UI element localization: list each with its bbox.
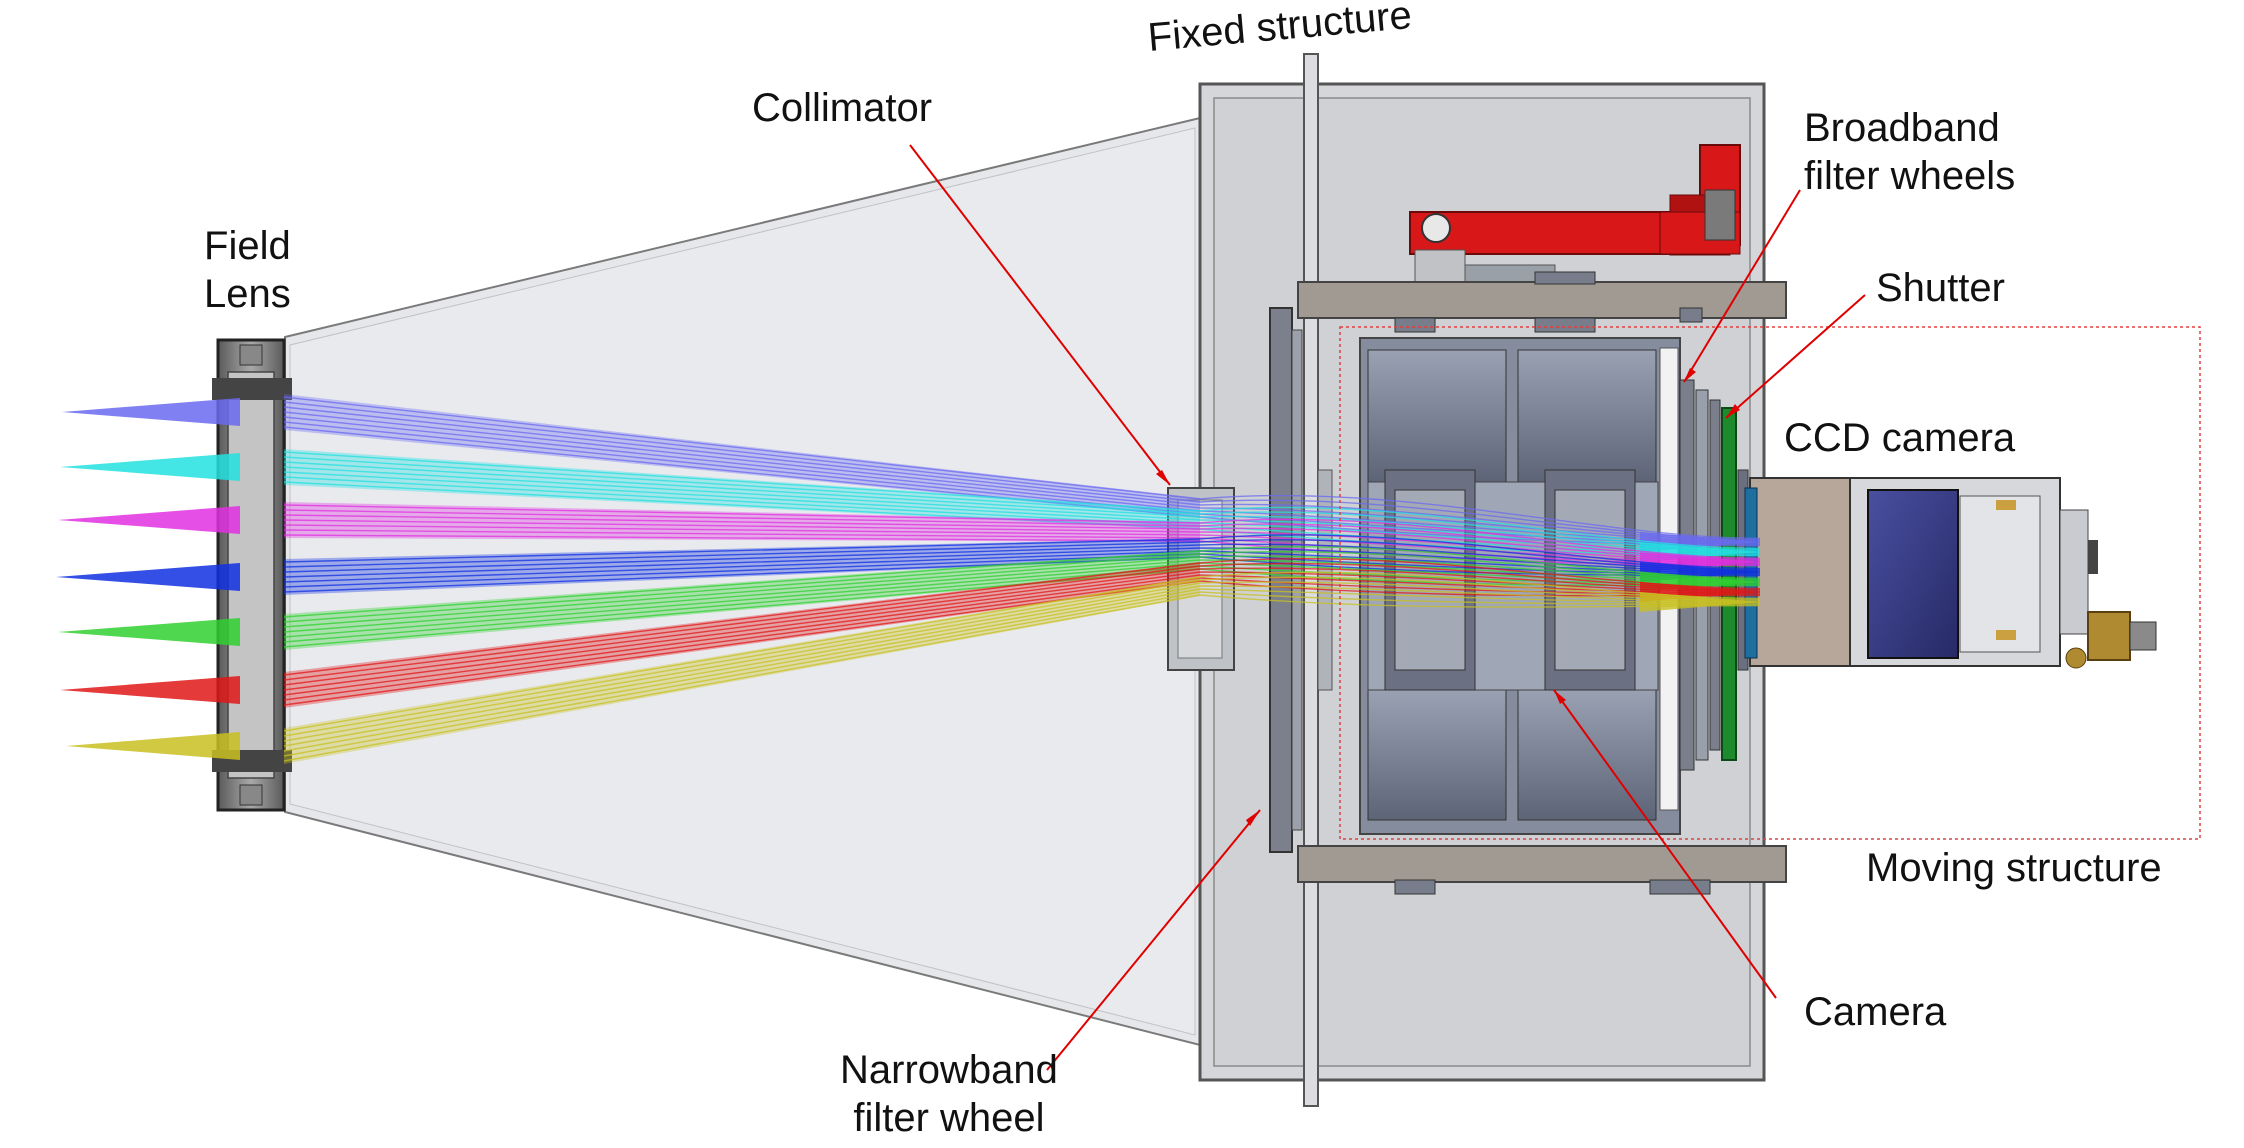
ray-bundle-7: [66, 571, 1761, 764]
ray-line: [283, 557, 1761, 676]
ccd-camera: [1744, 477, 2157, 669]
ray-fan-7: [66, 732, 240, 760]
ray-bundle-5: [58, 546, 1761, 650]
label-field-lens-line-1: Field: [204, 224, 291, 268]
top-rail: [1297, 281, 1787, 319]
label-moving-structure: Moving structure: [1866, 846, 2162, 890]
label-broadband-line-2: filter wheels: [1804, 154, 2016, 198]
bottom-rail: [1297, 845, 1787, 883]
label-narrowband-line-2: filter wheel: [853, 1096, 1045, 1140]
ray-fan-3: [58, 506, 240, 534]
ray-line: [283, 451, 1761, 550]
ray-fan-5: [58, 618, 240, 646]
label-narrowband: Narrowband filter wheel: [840, 1046, 1058, 1142]
ray-line: [283, 504, 1761, 560]
label-field-lens: Field Lens: [204, 222, 291, 318]
ray-tip-7: [1640, 592, 1760, 612]
ray-fan-1: [62, 398, 240, 426]
label-broadband-line-1: Broadband: [1804, 106, 2000, 150]
label-shutter: Shutter: [1876, 266, 2005, 310]
ray-line: [283, 534, 1761, 570]
leader-shutter: [1725, 294, 1866, 419]
leader-narrowband: [1046, 809, 1261, 1071]
leader-collimator: [909, 144, 1171, 486]
ray-fan-2: [60, 453, 240, 481]
ray-bundle-6: [60, 557, 1761, 708]
ray-line: [283, 546, 1761, 618]
label-camera: Camera: [1804, 990, 1947, 1034]
label-broadband: Broadband filter wheels: [1804, 104, 2015, 200]
ray-fan-6: [60, 676, 240, 704]
narrowband-filter-wheel: [1269, 307, 1293, 853]
ray-bundle-4: [56, 534, 1761, 595]
ray-fan-4: [56, 563, 240, 591]
label-collimator: Collimator: [752, 86, 933, 130]
optical-cone-inner: [289, 127, 1196, 1036]
leader-broadband: [1683, 189, 1801, 383]
label-field-lens-line-2: Lens: [204, 272, 291, 316]
moving-structure-box: [1339, 326, 2201, 840]
ray-line: [283, 396, 1761, 540]
label-narrowband-line-1: Narrowband: [840, 1048, 1058, 1092]
leader-camera: [1553, 689, 1777, 999]
fixed-structure-rod: [1303, 53, 1319, 1107]
label-ccd-camera: CCD camera: [1784, 416, 2016, 460]
ray-bundles: [56, 394, 1761, 764]
